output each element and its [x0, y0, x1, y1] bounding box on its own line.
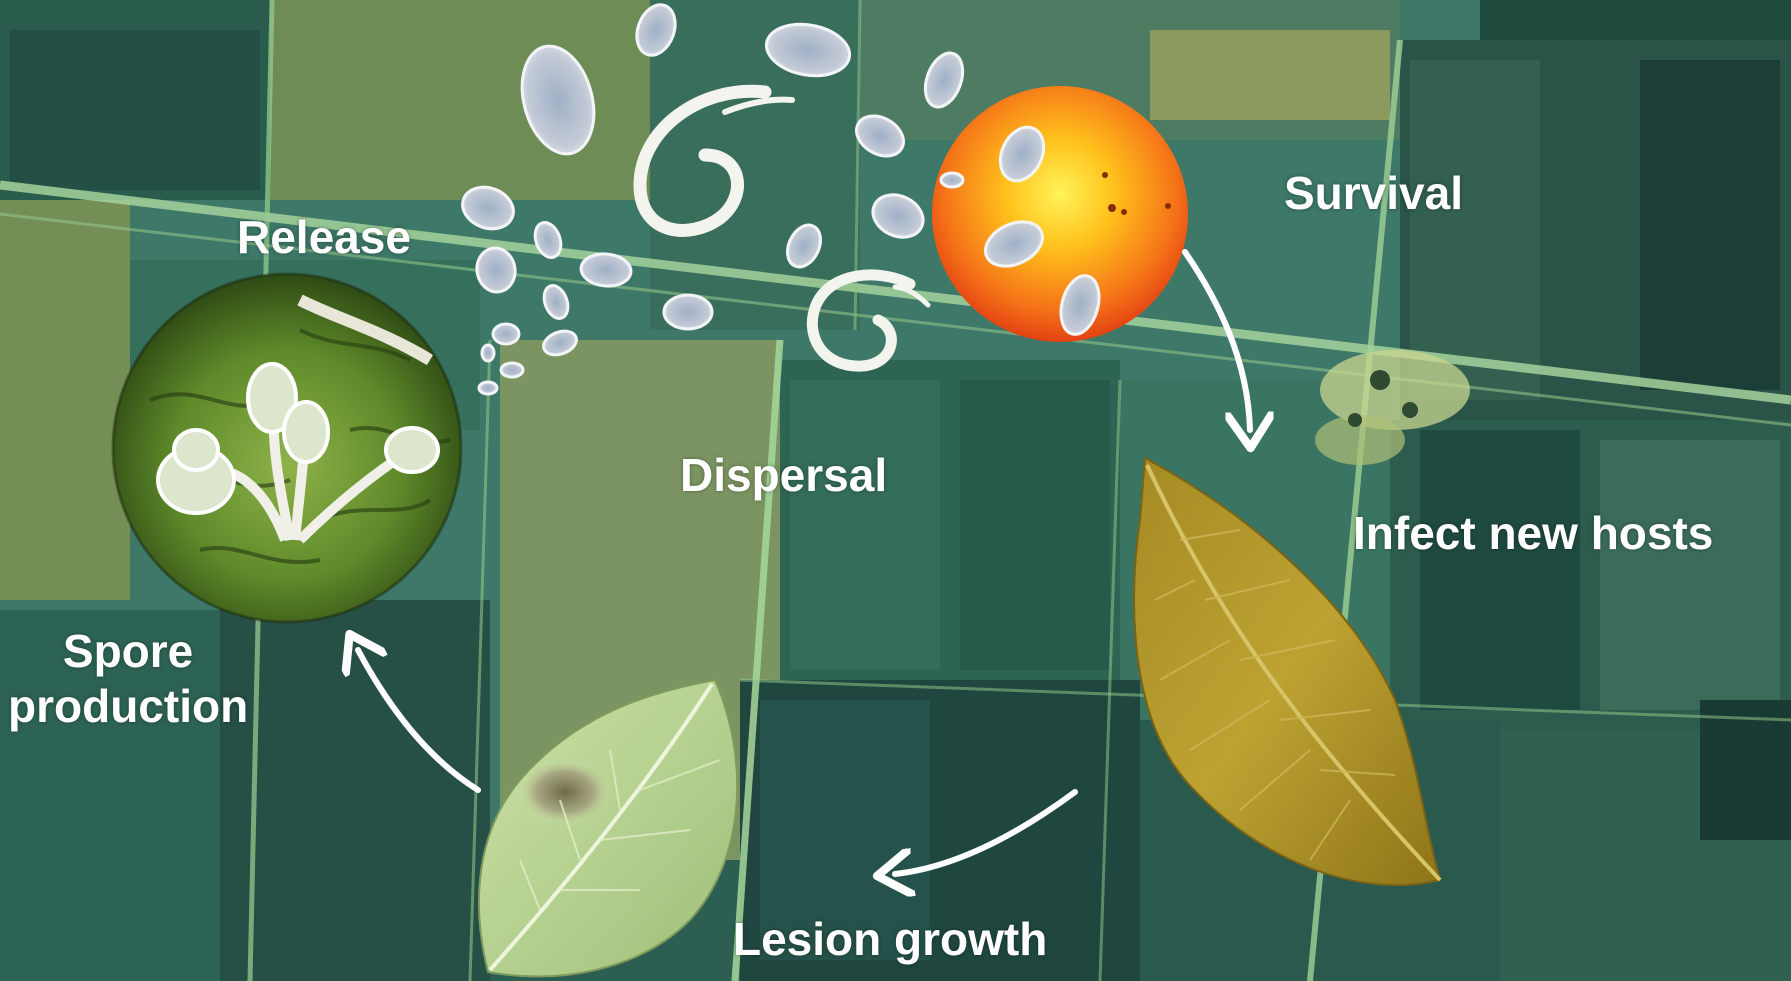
lesion-growth-label: Lesion growth: [733, 912, 1047, 967]
survival-label: Survival: [1284, 166, 1463, 221]
spore-icon: [501, 363, 523, 377]
dispersal-label: Dispersal: [680, 448, 887, 503]
spore-icon: [941, 173, 963, 187]
release-label: Release: [237, 210, 411, 265]
spore-icon: [479, 382, 497, 394]
sun-icon: [932, 86, 1188, 342]
sporangiophore-micrograph: [113, 274, 461, 622]
spore-icon: [664, 295, 712, 329]
spore-icon: [493, 324, 519, 344]
spore-production-line1: Spore: [8, 624, 248, 679]
spore-production-line2: production: [8, 679, 248, 734]
spore-icon: [482, 345, 494, 361]
spore-production-label: Spore production: [8, 624, 248, 734]
infect-new-hosts-label: Infect new hosts: [1353, 506, 1713, 561]
